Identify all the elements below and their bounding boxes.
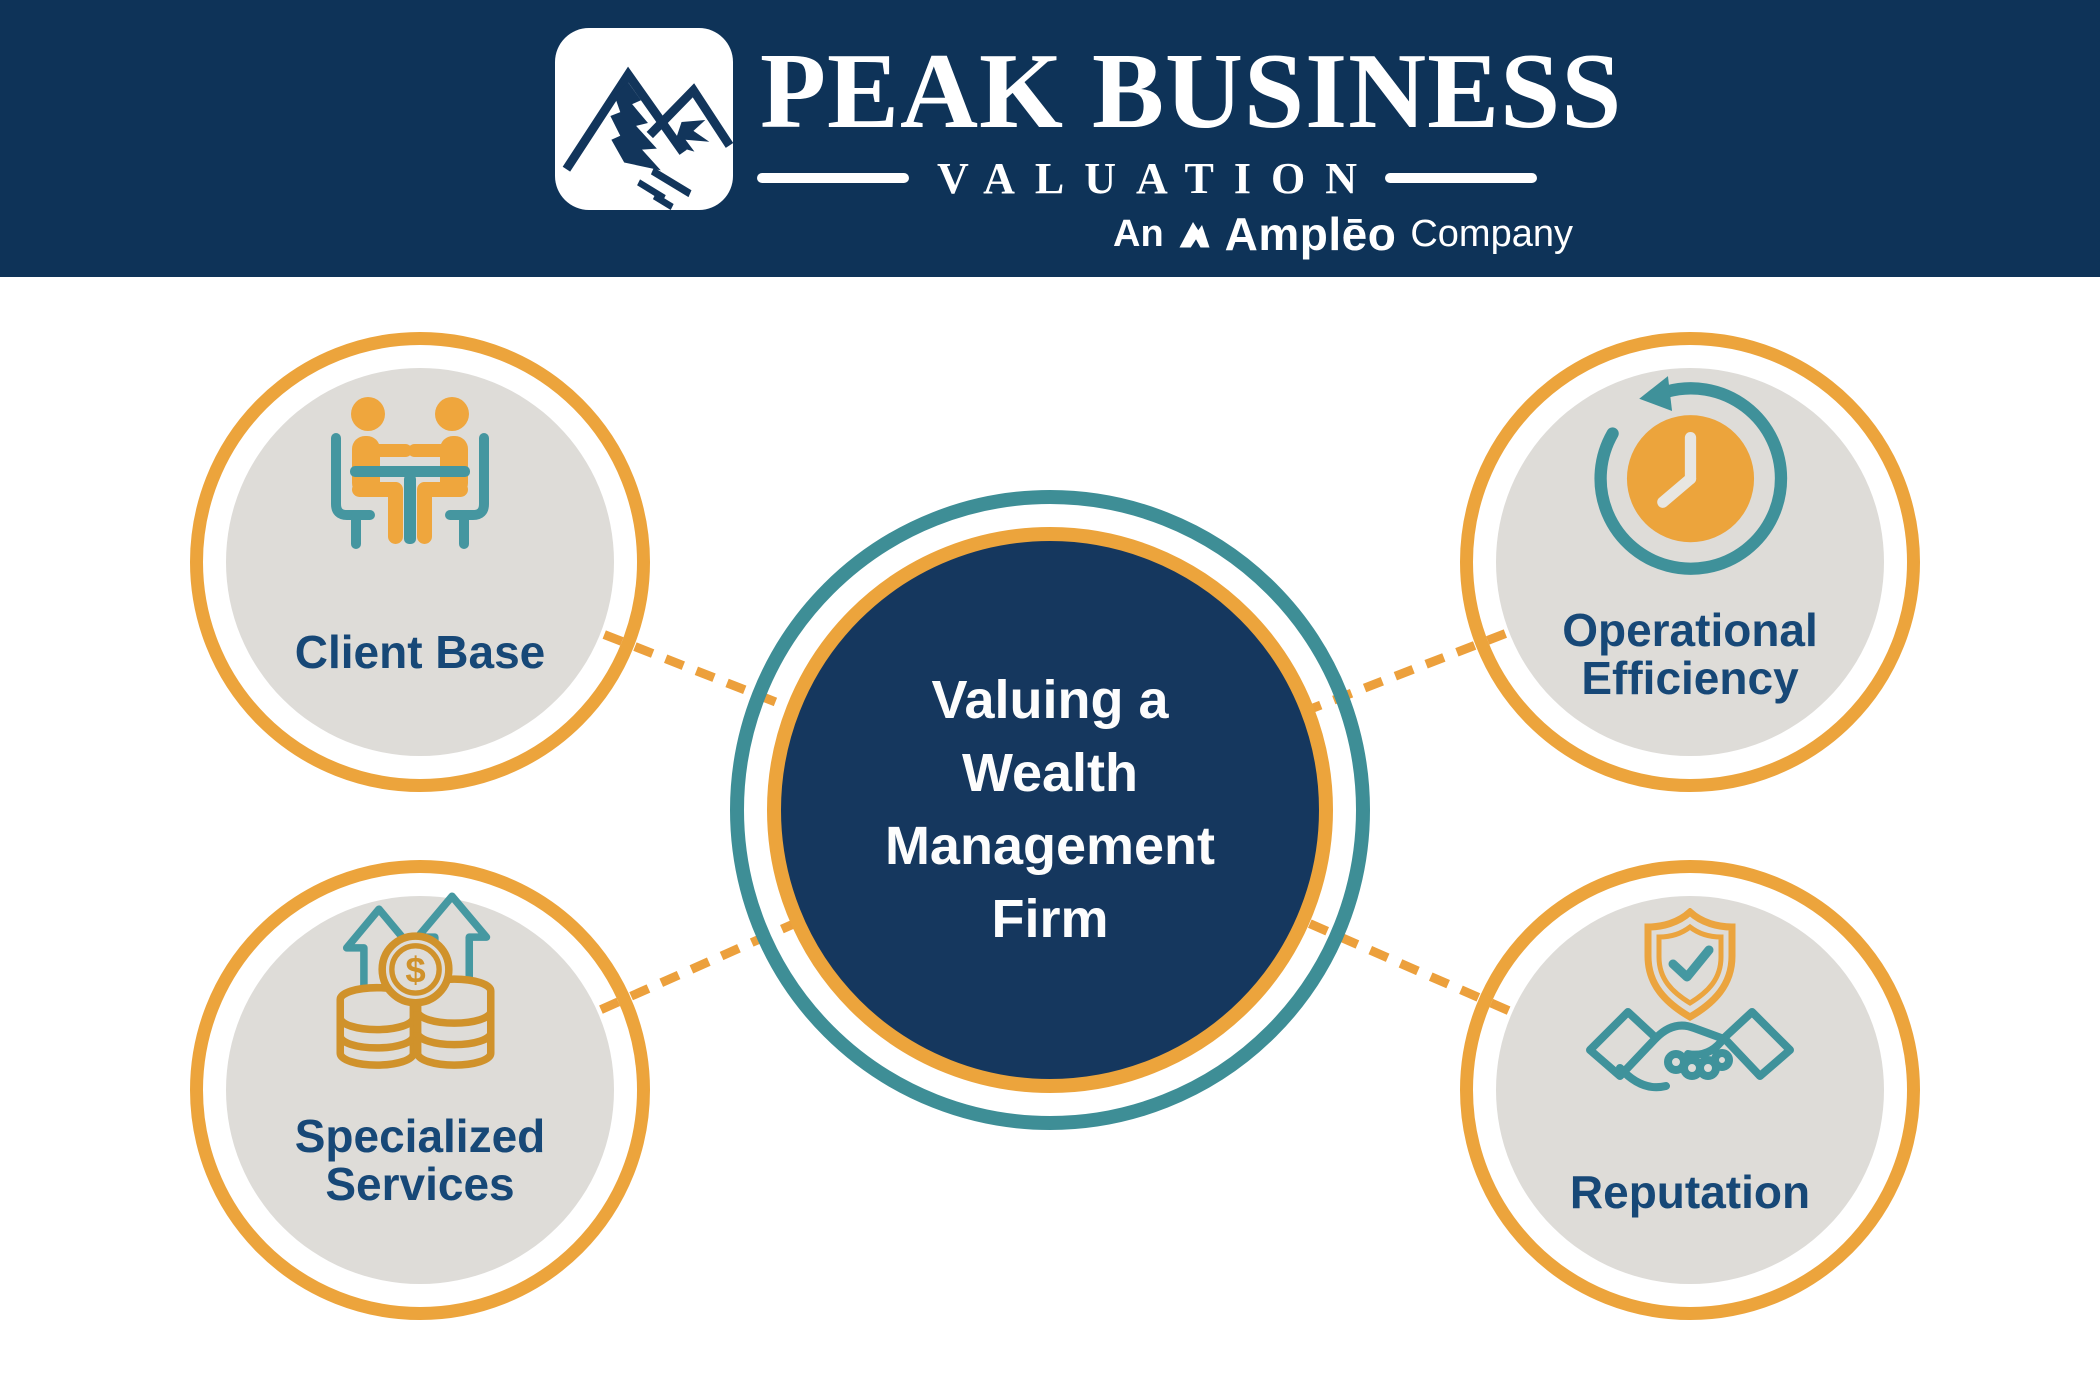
clock-cycle-icon xyxy=(1594,376,1788,575)
brand-name: PEAK BUSINESS xyxy=(760,32,1623,151)
node-label-line: Client Base xyxy=(294,626,546,678)
node-label-line: Specialized xyxy=(294,1110,546,1162)
hub-title: Valuing a Wealth Management Firm xyxy=(840,664,1260,956)
node-label: Operational Efficiency xyxy=(1420,606,1960,702)
node-label: Specialized Services xyxy=(150,1112,690,1208)
node-reputation: Reputation xyxy=(1460,860,1920,1320)
tagline-brand: Amplēo xyxy=(1224,208,1397,260)
handshake-shield-icon xyxy=(1586,908,1794,1092)
meeting-clients-icon xyxy=(331,397,489,549)
node-client-base: Client Base xyxy=(190,332,650,792)
hub-title-line: Management xyxy=(884,816,1216,876)
brand-subtitle-row: VALUATION xyxy=(757,150,1537,206)
ampleo-tagline: An Amplēo Company xyxy=(1113,206,1573,262)
node-label-line: Services xyxy=(325,1158,515,1210)
tagline-suffix: Company xyxy=(1410,212,1573,255)
ampleo-mark-icon xyxy=(1179,221,1210,248)
node-operational-efficiency: Operational Efficiency xyxy=(1460,332,1920,792)
right-rule xyxy=(1384,173,1537,183)
hub-title-line: Wealth xyxy=(961,743,1139,803)
node-label: Client Base xyxy=(150,628,690,676)
tagline-prefix: An xyxy=(1113,212,1164,255)
hub-title-line: Firm xyxy=(991,889,1109,949)
coins-growth-icon: $ xyxy=(336,892,495,1069)
header-banner: PEAK BUSINESS VALUATION An Amplēo Compan… xyxy=(0,0,2100,277)
node-label-line: Efficiency xyxy=(1581,652,1799,704)
left-rule xyxy=(757,173,909,183)
mountain-logo-icon xyxy=(562,66,733,210)
hub-title-line: Valuing a xyxy=(931,670,1169,730)
brand-subtitle: VALUATION xyxy=(937,153,1377,203)
node-label-line: Operational xyxy=(1562,604,1818,656)
peak-logo-badge xyxy=(555,28,733,210)
node-label-line: Reputation xyxy=(1569,1166,1811,1218)
node-disc xyxy=(226,368,614,756)
node-specialized-services: $ Specialized Services xyxy=(190,860,650,1320)
svg-text:$: $ xyxy=(405,949,425,990)
node-label: Reputation xyxy=(1420,1168,1960,1216)
